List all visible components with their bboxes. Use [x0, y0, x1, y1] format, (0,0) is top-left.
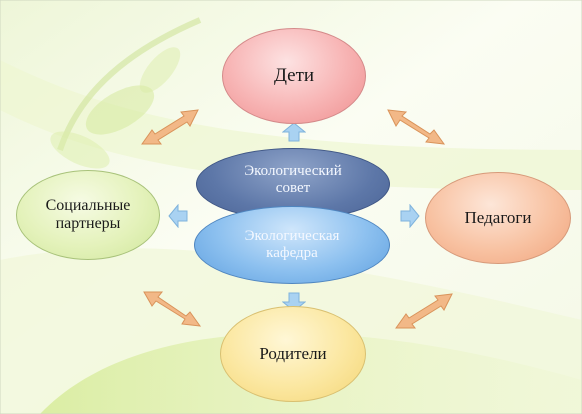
center-arrow-right — [400, 204, 420, 228]
node-partnery-label-line2: партнеры — [55, 215, 121, 232]
node-socialnye-partnery: Социальные партнеры — [16, 170, 160, 260]
node-pedagogi-label: Педагоги — [464, 208, 532, 228]
node-deti-label: Дети — [273, 65, 315, 87]
node-kafedra-label-line1: Экологическая — [244, 227, 340, 244]
double-arrow-roditeli-pedagogi — [395, 293, 453, 329]
node-deti: Дети — [222, 28, 366, 124]
double-arrow-partnery-deti — [141, 109, 199, 145]
node-roditeli: Родители — [220, 306, 366, 402]
node-pedagogi: Педагоги — [425, 172, 571, 264]
node-sovet-label-line2: совет — [275, 180, 311, 196]
double-arrow-deti-pedagogi — [387, 109, 446, 145]
node-kafedra-label-line2: кафедра — [266, 245, 318, 261]
double-arrow-partnery-roditeli — [143, 291, 202, 327]
node-roditeli-label: Родители — [259, 344, 327, 364]
center-arrow-left — [168, 204, 188, 228]
node-ekologicheskaya-kafedra: Экологическая кафедра — [194, 206, 390, 284]
node-partnery-label-line1: Социальные — [45, 196, 131, 214]
node-sovet-label-line1: Экологический — [244, 162, 342, 179]
center-arrow-up — [282, 122, 306, 142]
